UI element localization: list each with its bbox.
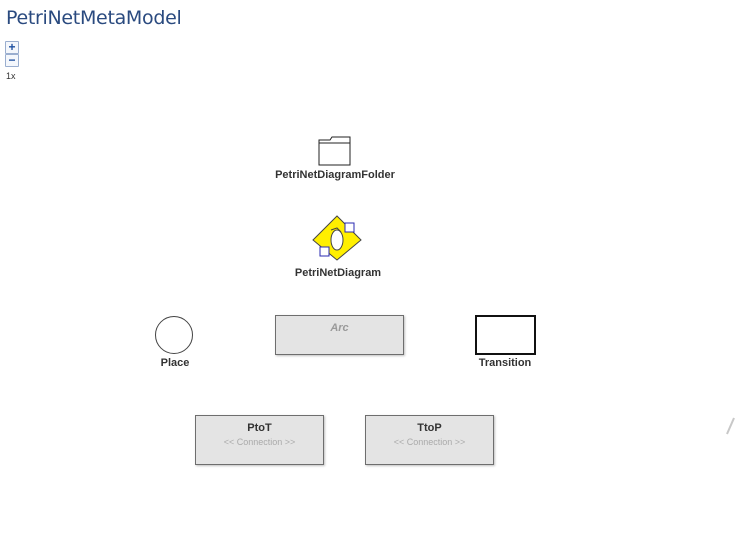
node-label: Transition	[478, 357, 532, 369]
node-ttop[interactable]: TtoP << Connection >>	[365, 415, 494, 465]
node-ptot[interactable]: PtoT << Connection >>	[195, 415, 324, 465]
node-stereotype: << Connection >>	[223, 437, 296, 447]
node-stereotype: << Connection >>	[393, 437, 466, 447]
zoom-in-button[interactable]: +	[5, 41, 19, 54]
zoom-out-button[interactable]: −	[5, 54, 19, 67]
node-label: PetriNetDiagramFolder	[275, 169, 395, 181]
node-petri-net-diagram[interactable]: PetriNetDiagram	[285, 214, 391, 282]
node-transition[interactable]: Transition	[470, 315, 540, 371]
node-petri-net-diagram-folder[interactable]: PetriNetDiagramFolder	[270, 134, 400, 184]
node-label: TtoP	[417, 422, 442, 434]
zoom-level: 1x	[6, 71, 16, 81]
folder-icon	[318, 136, 351, 166]
node-place[interactable]: Place	[150, 315, 200, 371]
node-label: PtoT	[247, 422, 272, 434]
rectangle-icon	[475, 315, 536, 355]
diagram-icon	[312, 215, 362, 261]
circle-icon	[155, 316, 193, 354]
offscreen-node-fragment	[726, 417, 735, 435]
node-label: Place	[160, 357, 190, 369]
node-label: Arc	[330, 322, 349, 334]
node-arc[interactable]: Arc	[275, 315, 404, 355]
page-title: PetriNetMetaModel	[6, 7, 182, 29]
node-label: PetriNetDiagram	[294, 267, 382, 279]
